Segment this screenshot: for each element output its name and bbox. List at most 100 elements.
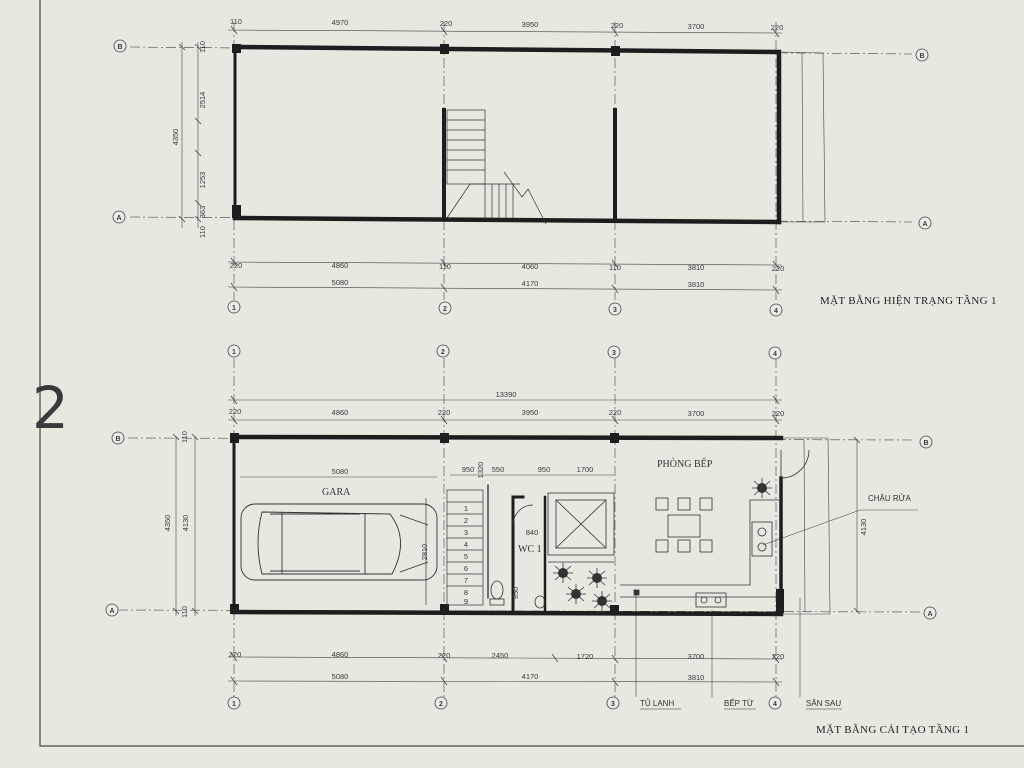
dim-label: 110 [439,262,451,271]
renovation-plan-title: MẶT BẰNG CẢI TẠO TẦNG 1 [816,723,969,736]
dim-label: 4350 [163,515,172,532]
axis-1-label: 1 [232,349,236,356]
dim-label: 220 [229,650,242,659]
dim-label: 2514 [198,92,207,109]
axis-bubbles-bottom [105,344,937,710]
dim-label: 2810 [420,544,429,561]
stair-step-number: 3 [464,528,468,537]
axis-a-label: A [922,221,927,228]
axis-2-label: 2 [439,701,443,708]
dim-label: 3810 [688,280,705,289]
dim-label: 220 [229,407,242,416]
kitchen-counter [620,499,779,608]
car-symbol [240,503,438,581]
axis-b-label: B [117,44,122,51]
note-fridge: TỦ LẠNH [640,699,674,708]
dim-label: 2450 [492,651,509,660]
dim-label: 363 [198,206,207,219]
axis-3-label: 3 [612,350,616,357]
stair-step-number: 1 [464,504,468,513]
axis-4-label: 4 [774,308,778,315]
dim-label: 4860 [332,408,349,417]
renovation-walls [230,433,784,617]
dim-label: 950 [462,465,475,474]
new-stair [425,489,484,606]
axis-2-label: 2 [443,306,447,313]
dim-label: 3810 [688,673,705,682]
dim-label: 110 [198,226,207,238]
overall-dim: 13390 [496,390,517,399]
dim-label: 3700 [688,652,705,661]
dim-label: 220 [230,261,243,270]
axis-4-label: 4 [773,701,777,708]
dim-label: 220 [438,408,451,417]
dim-label: 220 [611,21,624,30]
dim-label: 1253 [198,172,207,189]
dim-label: 4130 [859,519,868,536]
dim-label: 4860 [332,650,349,659]
stair-step-number: 9 [464,597,468,606]
axis-2-label: 2 [441,349,445,356]
stair-step-number: 8 [464,588,468,597]
existing-plan-title: MẶT BẰNG HIỆN TRẠNG TẦNG 1 [820,294,997,307]
dim-label: 950 [538,465,551,474]
dim-label: 4170 [522,279,539,288]
existing-stair [446,109,547,225]
dim-label: 4970 [332,18,349,27]
dim-label: 220 [772,409,785,418]
dim-label: 3950 [522,408,539,417]
axis-b-label: B [919,53,924,60]
dim-label: 110 [609,263,621,272]
axis-bubbles-top [112,39,932,317]
dim-label: 4860 [332,261,349,270]
dim-label: 840 [526,528,539,537]
dim-label: 5080 [332,278,349,287]
dim-label: 3950 [522,20,539,29]
dim-label: 110 [180,606,189,618]
dim-label: 110 [198,41,207,53]
dim-label: 5080 [332,672,349,681]
axis-4-label: 4 [773,351,777,358]
axis-1-label: 1 [232,305,236,312]
existing-walls [232,44,782,225]
axis-3-label: 3 [611,701,615,708]
stair-step-number: 5 [464,552,468,561]
room-label-garage: GARA [322,487,351,498]
dining-table [655,497,713,553]
axis-3-label: 3 [613,307,617,314]
dim-label: 1720 [577,652,594,661]
dim-label: 950 [511,587,520,600]
axis-a-label: A [116,215,121,222]
dim-label: 1320 [476,462,485,479]
dim-label: 220 [771,23,784,32]
note-backyard: SÂN SAU [806,699,841,708]
dim-label: 4060 [522,262,539,271]
axis-a-label: A [109,608,114,615]
stair-step-number: 6 [464,564,468,573]
room-label-kitchen: PHÒNG BẾP [657,457,713,470]
stair-step-number: 7 [464,576,468,585]
dim-label: 220 [772,652,785,661]
dim-label: 4350 [171,129,180,146]
dim-label: 3700 [688,22,705,31]
axis-b-label: B [923,440,928,447]
kitchen-door [780,449,810,479]
stair-step-number: 2 [464,516,468,525]
dim-label: 5080 [332,467,349,476]
axis-b-label: B [115,436,120,443]
dim-label: 110 [230,17,242,26]
dim-label: 3810 [688,263,705,272]
light-well [547,492,615,563]
dim-label: 550 [492,465,505,474]
note-sink: CHẬU RỬA [868,494,912,503]
dim-label: 220 [772,264,785,273]
dim-label: 220 [438,651,451,660]
axis-1-label: 1 [232,701,236,708]
dim-label: 110 [180,431,189,443]
dim-label: 220 [609,408,622,417]
dim-label: 1700 [577,465,594,474]
note-cabinet: BẾP TỪ [724,698,754,708]
dim-label: 3700 [688,409,705,418]
axis-a-label: A [927,611,932,618]
